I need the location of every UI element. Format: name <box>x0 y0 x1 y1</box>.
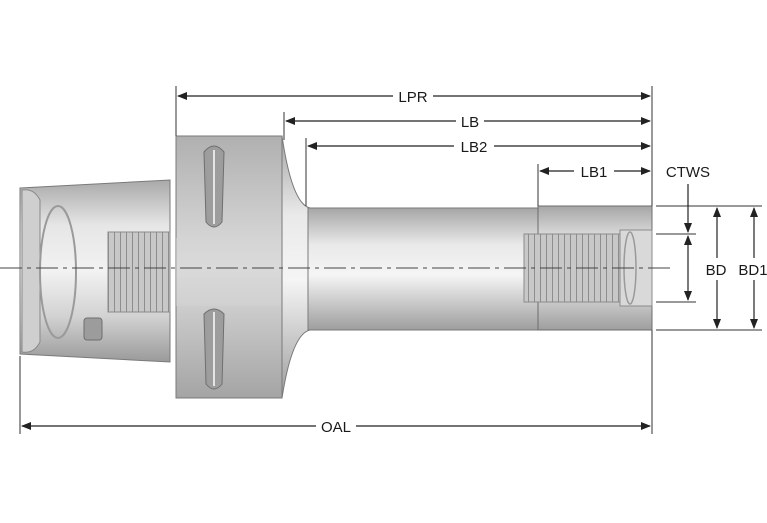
tool-body <box>19 135 653 399</box>
taper-groove <box>39 205 77 339</box>
ctws-label: CTWS <box>666 164 710 181</box>
hsk-taper <box>19 179 171 363</box>
taper-ring <box>21 189 41 353</box>
dimension-labels: LPR LB LB2 LB1 CTWS BD BD1 OAL <box>321 89 767 436</box>
shank <box>307 207 541 331</box>
drive-pin <box>83 317 103 341</box>
taper-thread <box>107 231 171 313</box>
lb-label: LB <box>461 114 479 131</box>
extension-lines <box>19 86 762 434</box>
lpr-label: LPR <box>398 89 427 106</box>
lb2-label: LB2 <box>461 139 488 156</box>
bd1-label: BD1 <box>738 262 767 279</box>
oal-label: OAL <box>321 419 351 436</box>
flange <box>175 135 283 399</box>
lb1-label: LB1 <box>581 164 608 181</box>
bd-label: BD <box>706 262 727 279</box>
label-backgrounds <box>316 86 767 436</box>
